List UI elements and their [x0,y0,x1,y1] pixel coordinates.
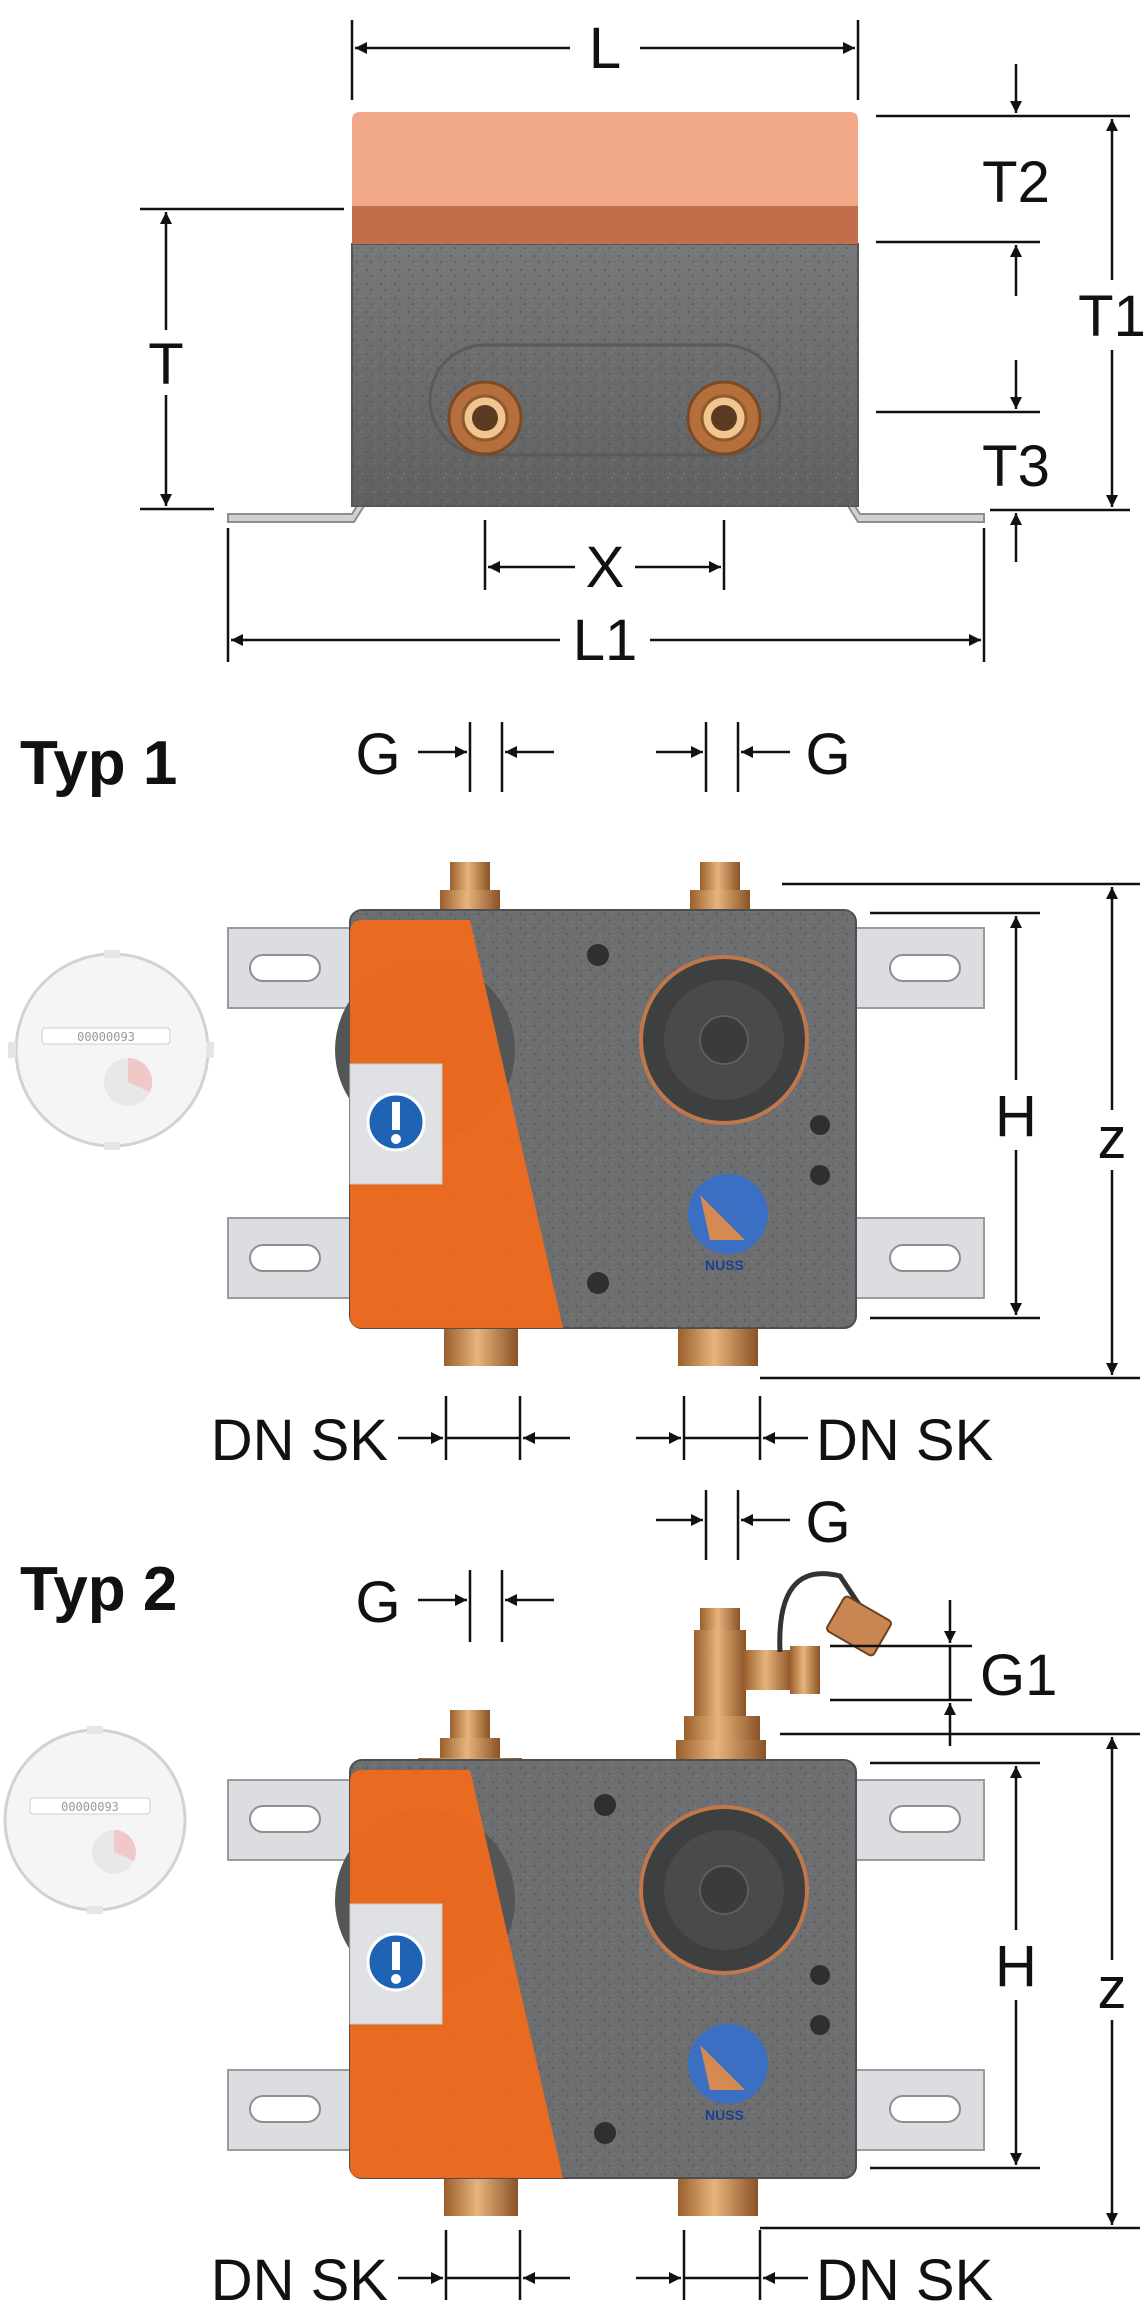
typ1-view: Typ 1 00000093 [8,722,1140,1473]
fitting-bottom-right [678,2176,758,2216]
label-dn-right: DN SK [816,2248,994,2313]
bracket-right-top [849,1779,985,1861]
fitting-bottom-left [444,2176,518,2216]
meter-display: 00000093 [77,1030,135,1044]
cover-top [352,112,858,208]
label-X: X [586,535,625,600]
bracket-right-bottom [849,1217,985,1299]
label-g-left: G [355,1570,400,1635]
info-sticker [349,1063,443,1185]
label-dn-left: DN SK [211,2248,389,2313]
outlet-left [447,380,523,456]
label-h: H [995,1084,1037,1149]
orange-cover [350,1770,563,2178]
bracket-left-top [227,1779,359,1861]
orange-cover [350,920,563,1328]
label-g-left: G [355,722,400,787]
label-z: z [1098,1956,1127,2021]
valve-knob: NUSS [688,2024,768,2123]
label-L1: L1 [573,608,638,673]
top-view: L T T2 T1 T3 X L1 [140,16,1146,673]
label-T3: T3 [982,434,1050,499]
label-h: H [995,1934,1037,1999]
water-meter-icon: 00000093 [8,950,214,1150]
valve-knob: NUSS [688,1174,768,1273]
fitting-bottom-left [444,1326,518,1366]
bracket-right-bottom [849,2069,985,2151]
brand-mark: NUSS [705,1257,744,1273]
bracket-right-top [849,927,985,1009]
label-T2: T2 [982,150,1050,215]
bracket-left-bottom [227,2069,359,2151]
typ1-title: Typ 1 [20,729,177,798]
cover-edge [352,206,858,244]
label-g-right: G [805,722,850,787]
typ2-title: Typ 2 [20,1555,177,1624]
label-dn-left: DN SK [211,1408,389,1473]
fitting-bottom-right [678,1326,758,1366]
brand-mark: NUSS [705,2107,744,2123]
label-g-right: G [805,1490,850,1555]
label-L: L [589,16,621,81]
typ2-view: Typ 2 00000093 [3,1490,1140,2313]
water-meter-icon: 00000093 [3,1726,187,1914]
bracket-left-bottom [227,1217,359,1299]
label-T1: T1 [1078,284,1146,349]
label-z: z [1098,1106,1127,1171]
meter-display: 00000093 [61,1800,119,1814]
label-T: T [148,332,183,397]
bracket-left-top [227,927,359,1009]
label-dn-right: DN SK [816,1408,994,1473]
label-g1: G1 [980,1643,1057,1708]
outlet-right [686,380,762,456]
info-sticker [349,1903,443,2025]
